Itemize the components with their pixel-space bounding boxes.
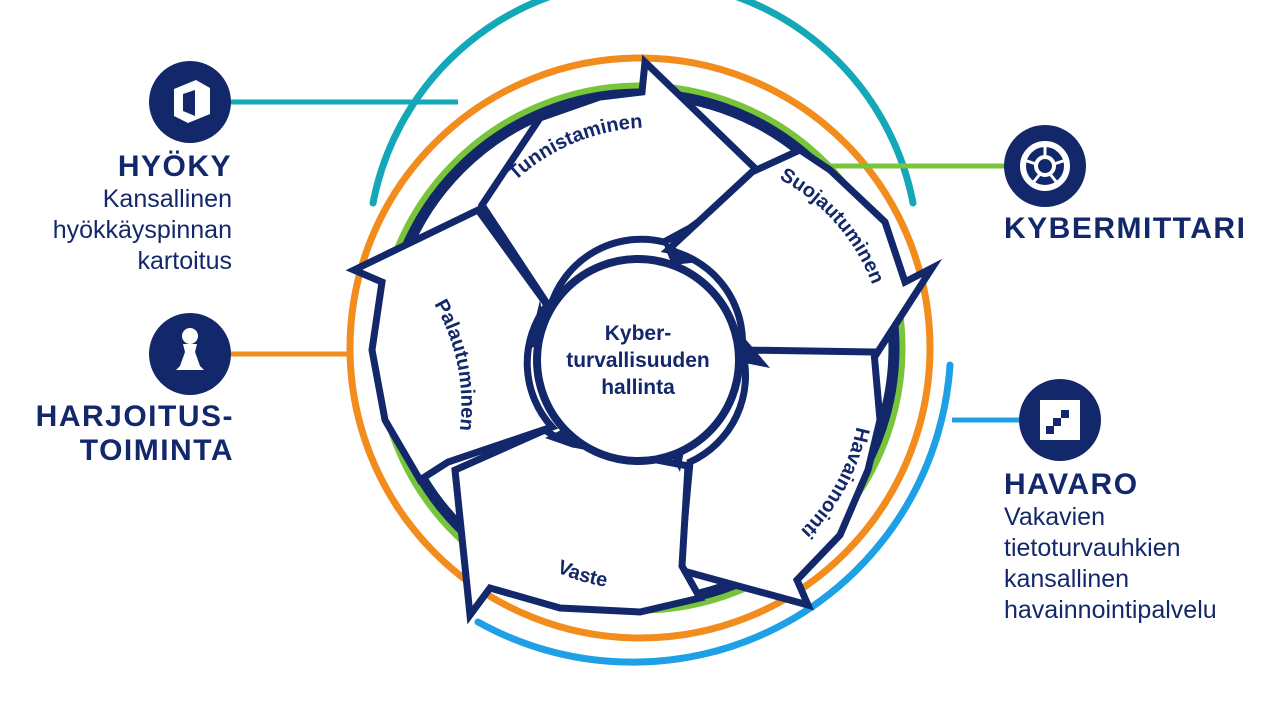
havaro-desc-line: tietoturvauhkien	[1004, 534, 1181, 562]
hub-blade	[740, 335, 770, 368]
hyoky-desc-line: Kansallinen	[102, 185, 232, 213]
cube-icon	[174, 80, 210, 123]
cycle-arrows	[345, 54, 943, 625]
harjoitus-block: HARJOITUS- TOIMINTA	[0, 400, 234, 468]
harjoitus-ring	[346, 54, 934, 642]
pawn-icon	[176, 328, 204, 370]
kybermittari-icon-badge	[1004, 125, 1086, 207]
havaro-desc-line: havainnointipalvelu	[1004, 596, 1217, 624]
center-hub	[533, 255, 743, 465]
havaro-desc-line: kansallinen	[1004, 565, 1130, 593]
kybermittari-block: KYBERMITTARI	[1004, 212, 1274, 246]
hyoky-title: HYÖKY	[117, 150, 232, 183]
center-line: turvallisuuden	[566, 349, 710, 372]
harjoitus-title-line: TOIMINTA	[79, 434, 234, 467]
arrow-havainnointi	[676, 346, 884, 611]
kybermittari-title: KYBERMITTARI	[1004, 212, 1247, 245]
harjoitus-title-line: HARJOITUS-	[35, 400, 234, 433]
harjoitus-icon-badge	[149, 313, 231, 395]
hub-blade	[662, 240, 700, 265]
havaro-title: HAVARO	[1004, 468, 1139, 501]
hyoky-icon-badge	[149, 61, 231, 143]
pixel-square-icon	[1040, 400, 1080, 440]
havaro-block: HAVARO Vakavien tietoturvauhkien kansall…	[1004, 468, 1278, 626]
hyoky-desc-line: hyökkäyspinnan	[52, 216, 232, 244]
gauge-wheel-icon	[1020, 141, 1070, 191]
hyoky-desc-line: kartoitus	[137, 247, 232, 275]
arrow-palautuminen	[345, 205, 559, 485]
center-line: hallinta	[601, 376, 675, 399]
connector-lines	[222, 99, 1030, 423]
hyoky-ring	[369, 0, 917, 207]
havaro-ring	[474, 361, 954, 666]
center-line: Kyber-	[604, 322, 672, 345]
havaro-desc-line: Vakavien	[1004, 503, 1105, 531]
havaro-icon-badge	[1019, 379, 1101, 461]
arrow-tunnistaminen	[477, 54, 768, 317]
hyoky-block: HYÖKY Kansallinen hyökkäyspinnan kartoit…	[0, 150, 232, 277]
center-hub-label: Kyber- turvallisuuden hallinta	[538, 320, 738, 401]
